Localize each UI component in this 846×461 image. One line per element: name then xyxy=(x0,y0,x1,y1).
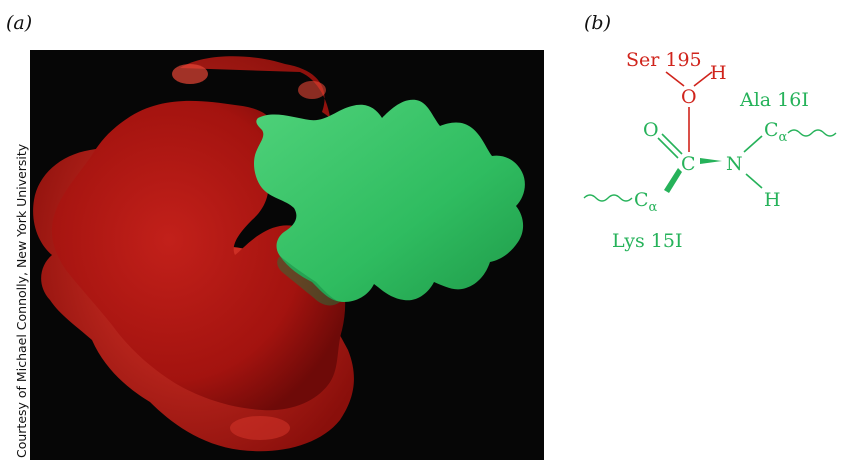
atom-nitrogen: N xyxy=(726,153,743,175)
reaction-scheme: Ser 195 O H Ala 16I O C N Cα H Cα Lys 15… xyxy=(583,49,837,252)
atom-calpha-left: Cα xyxy=(634,189,658,215)
bond-c-o-double-b xyxy=(661,133,683,155)
bond-ser-o xyxy=(665,71,685,87)
bond-o-h xyxy=(693,71,713,87)
image-credit: Courtesy of Michael Connolly, New York U… xyxy=(14,143,29,458)
enzyme-highlight xyxy=(172,64,208,84)
label-lys-15i: Lys 15I xyxy=(612,230,683,252)
enzyme-surface-trypsin xyxy=(51,100,346,411)
atom-amide-hydrogen: H xyxy=(764,189,781,211)
bond-n-calpha xyxy=(743,135,763,153)
chain-wavy-right xyxy=(787,129,837,137)
panel-label-a: (a) xyxy=(6,12,33,34)
inhibitor-surface-bpti xyxy=(254,99,525,302)
wedge-c-calpha xyxy=(664,168,682,193)
bond-c-o-double-a xyxy=(657,137,679,159)
bond-n-h xyxy=(745,173,763,189)
atom-oxygen-ser: O xyxy=(681,86,697,108)
atom-carbon: C xyxy=(681,153,696,175)
enzyme-highlight xyxy=(298,81,326,99)
surface-rendering xyxy=(33,56,525,452)
atom-calpha-right: Cα xyxy=(764,119,788,145)
label-ser-195: Ser 195 xyxy=(626,49,702,71)
atom-hydrogen-ser: H xyxy=(710,62,727,84)
enzyme-highlight xyxy=(230,416,290,440)
molecular-surface-image xyxy=(30,50,544,460)
inhibitor-shadow xyxy=(277,256,340,306)
wedge-c-n xyxy=(700,158,722,164)
chain-wavy-left xyxy=(583,194,633,202)
label-ala-16i: Ala 16I xyxy=(739,89,809,111)
atom-carbonyl-oxygen: O xyxy=(643,119,659,141)
panel-label-b: (b) xyxy=(584,12,611,34)
